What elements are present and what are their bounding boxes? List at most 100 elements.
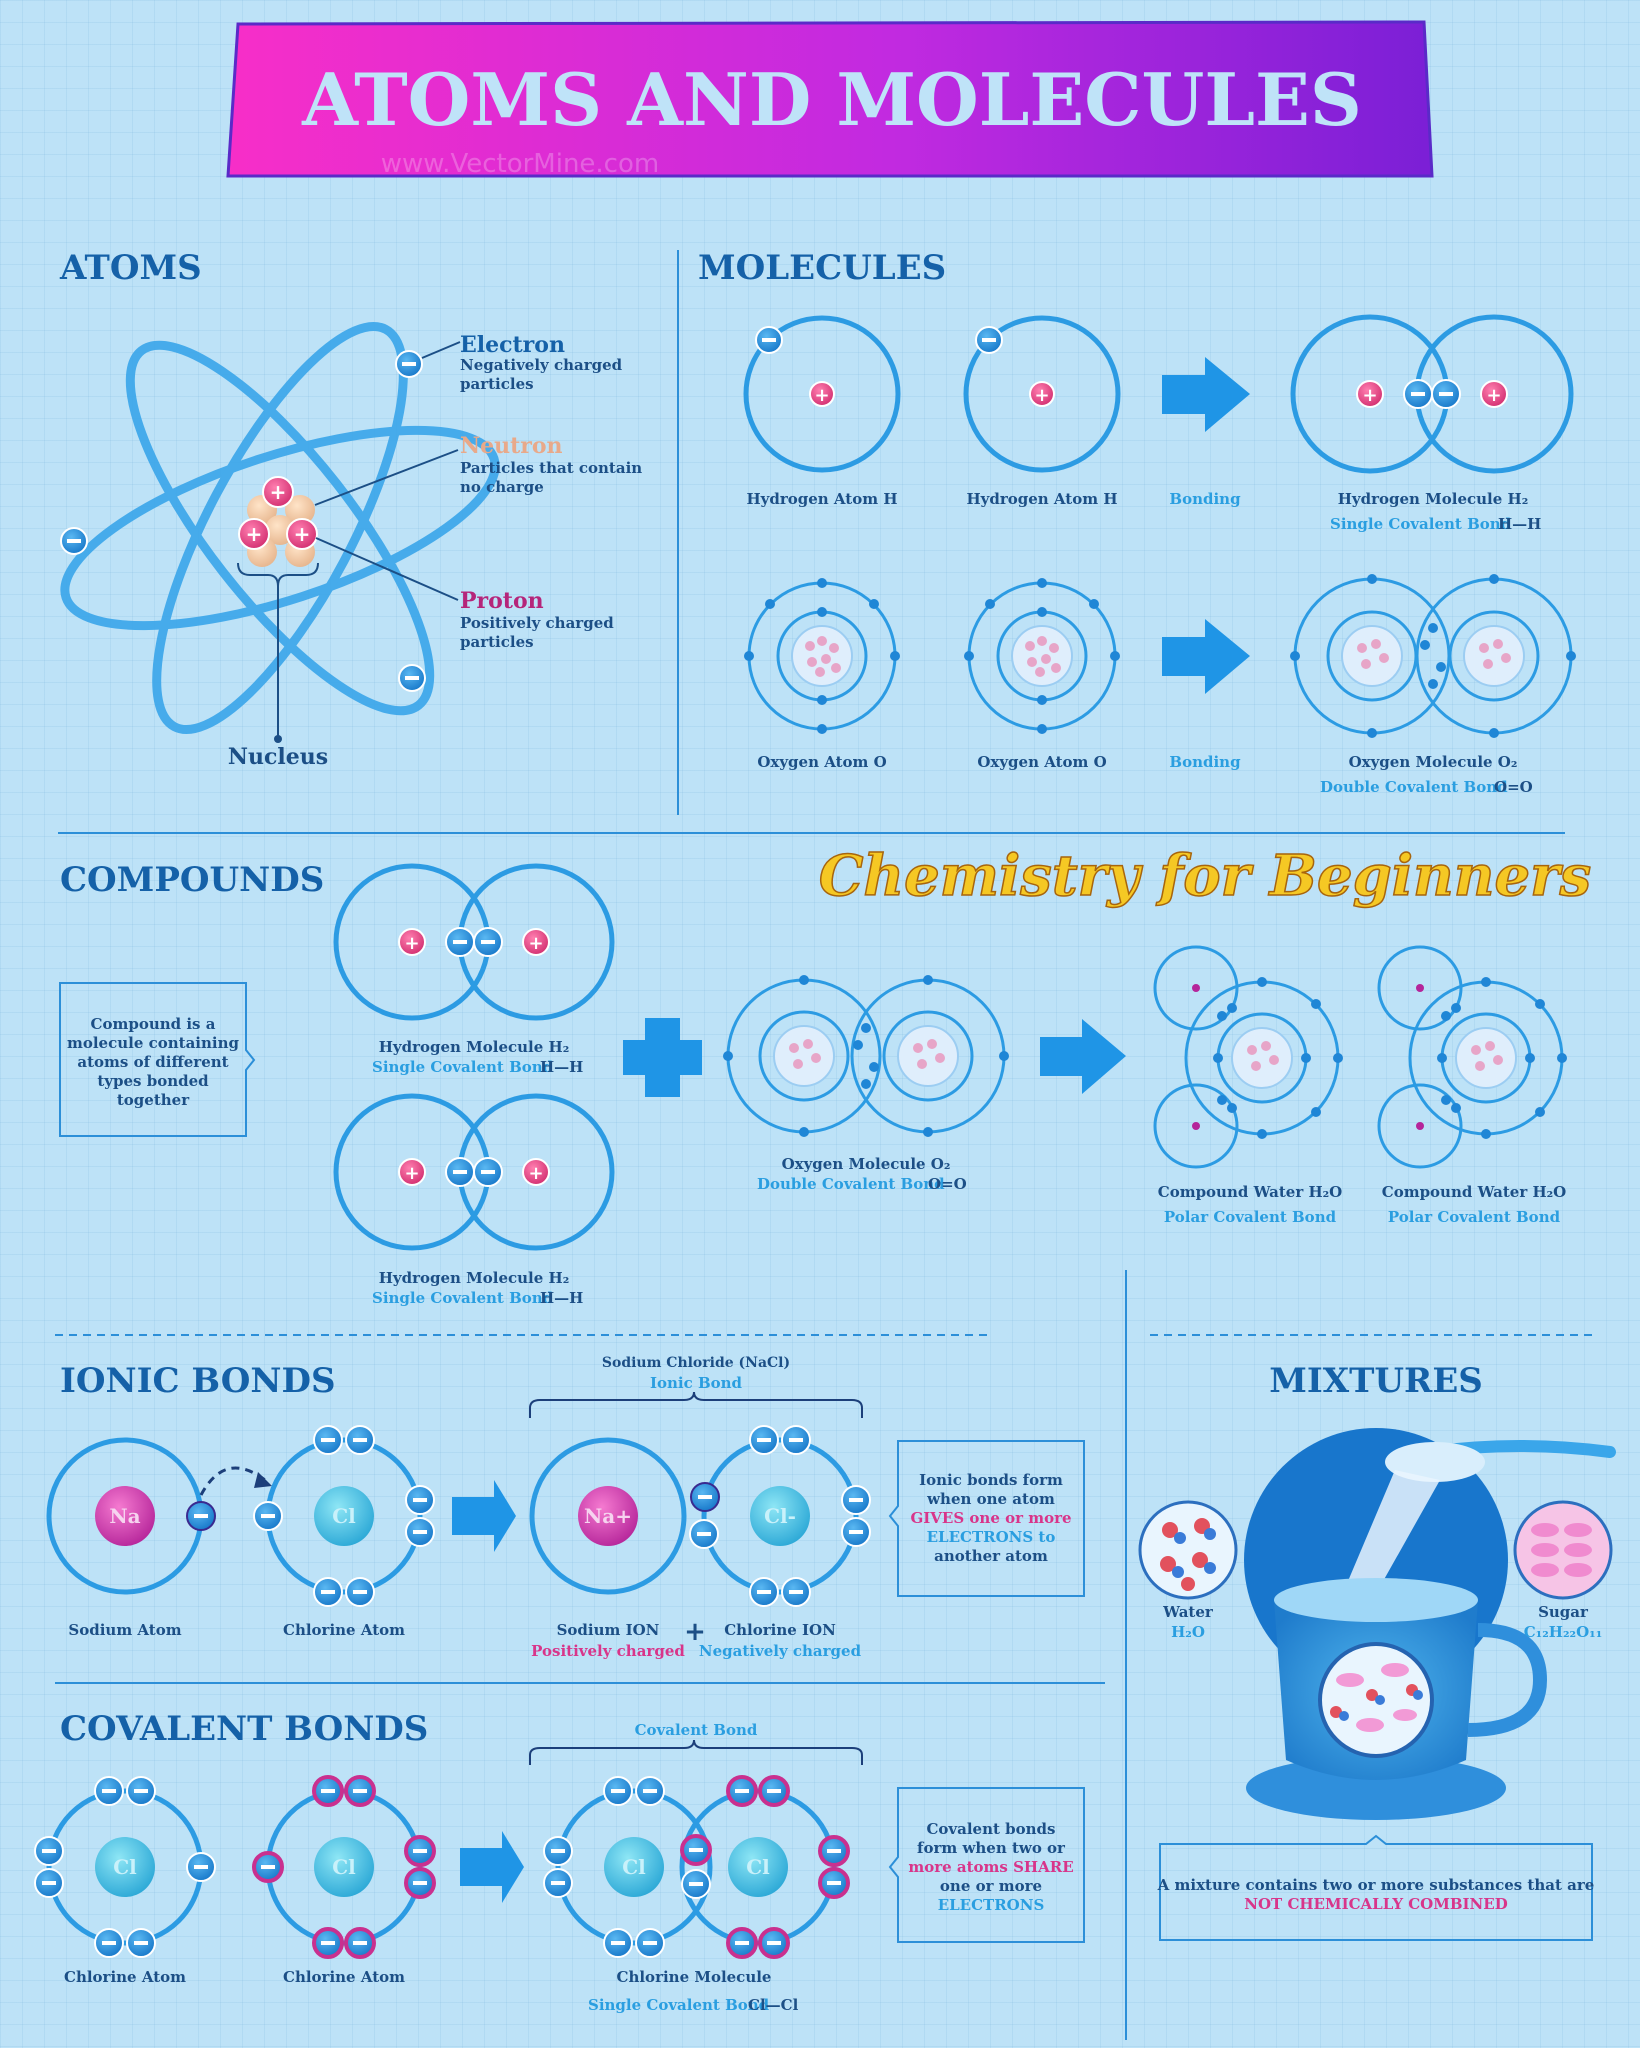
hydrogen-atom-diagram: + bbox=[963, 315, 1121, 473]
proton-particle bbox=[286, 518, 318, 550]
minus-icon bbox=[353, 1941, 367, 1945]
oxygen-atom-label: Oxygen Atom O bbox=[757, 753, 886, 771]
electron-dots bbox=[744, 578, 900, 734]
minus-icon bbox=[643, 1941, 657, 1945]
arrow-right-icon bbox=[460, 1831, 524, 1903]
minus-icon bbox=[689, 1882, 703, 1886]
electron-particle bbox=[312, 1775, 344, 1807]
electron-particle bbox=[94, 1928, 124, 1958]
nucleus-core bbox=[1341, 625, 1403, 687]
covalent-bond-label: Single Covalent Bond bbox=[588, 1996, 770, 2014]
hydrogen-shell bbox=[1153, 1083, 1239, 1169]
water-bond-label: Polar Covalent Bond bbox=[1164, 1208, 1337, 1226]
electron-particle bbox=[818, 1867, 850, 1899]
chlorine-atom-label: Chlorine Atom bbox=[283, 1621, 405, 1639]
chlorine-atom-label: Chlorine Atom bbox=[283, 1968, 405, 1986]
chlorine-atom-diagram: Cl bbox=[265, 1788, 423, 1946]
ionic-bonds-section: IONIC BONDS Na Sodium Atom Cl Chlorine A… bbox=[46, 1355, 1085, 1660]
plus-icon: + bbox=[528, 933, 543, 954]
nacl-title: Sodium Chloride (NaCl) bbox=[602, 1355, 790, 1371]
electron-particle bbox=[726, 1775, 758, 1807]
watermark-text: www.VectorMine.com bbox=[381, 149, 659, 179]
chlorine-molecule-label: Chlorine Molecule bbox=[617, 1968, 772, 1986]
banner-border bbox=[226, 20, 1434, 178]
atom-leader-lines bbox=[237, 341, 461, 737]
nucleus-core bbox=[897, 1025, 959, 1087]
hydrogen-formula: H—H bbox=[540, 1058, 583, 1076]
minus-icon bbox=[194, 1865, 208, 1869]
electron-particle bbox=[313, 1577, 343, 1607]
plus-icon: + bbox=[294, 522, 311, 546]
hydrogen-formula: H—H bbox=[540, 1289, 583, 1307]
arrow-right-icon bbox=[1162, 357, 1250, 432]
covalent-note-line: one or more bbox=[940, 1877, 1042, 1895]
water-label: Water bbox=[1162, 1603, 1214, 1621]
compounds-heading: COMPOUNDS bbox=[60, 860, 324, 900]
electron-particle bbox=[726, 1927, 758, 1959]
leader-proton bbox=[315, 537, 459, 601]
overlay-title: Chemistry for Beginners bbox=[819, 843, 1591, 909]
electron-dots bbox=[723, 975, 1009, 1137]
oxygen-molecule-diagram bbox=[723, 975, 1009, 1137]
mixture-note-box bbox=[1159, 1834, 1593, 1941]
minus-icon bbox=[353, 1438, 367, 1442]
proton-particle bbox=[522, 928, 550, 956]
plus-icon: + bbox=[404, 933, 419, 954]
electron-particle bbox=[312, 1927, 344, 1959]
minus-icon bbox=[611, 1941, 625, 1945]
cup-liquid bbox=[1274, 1578, 1478, 1622]
electron-particle bbox=[34, 1836, 64, 1866]
minus-icon bbox=[134, 1789, 148, 1793]
ionic-note-line: Ionic bonds form bbox=[919, 1471, 1063, 1489]
electron-particle bbox=[758, 1775, 790, 1807]
inner-shell bbox=[1326, 610, 1418, 702]
banner-background bbox=[228, 22, 1432, 176]
chlorine-ion-symbol: Cl- bbox=[764, 1504, 796, 1528]
proton-desc-1: Positively charged bbox=[460, 614, 614, 632]
electron-particle bbox=[405, 1485, 435, 1515]
electron-particle bbox=[543, 1836, 573, 1866]
electron-particle bbox=[781, 1425, 811, 1455]
minus-icon bbox=[767, 1941, 781, 1945]
chlorine-symbol: Cl bbox=[746, 1855, 770, 1879]
compound-note-line: together bbox=[117, 1091, 190, 1109]
minus-icon bbox=[353, 1590, 367, 1594]
sodium-ion-sublabel: Positively charged bbox=[531, 1642, 685, 1660]
minus-icon bbox=[481, 940, 495, 944]
electron-particle bbox=[603, 1928, 633, 1958]
ionic-note-line: GIVES one or more bbox=[910, 1509, 1071, 1527]
sodium-nucleus bbox=[95, 1486, 155, 1546]
plus-icon: + bbox=[246, 522, 263, 546]
minus-icon bbox=[849, 1498, 863, 1502]
minus-icon bbox=[261, 1514, 275, 1518]
covalent-note-line: Covalent bonds bbox=[926, 1820, 1055, 1838]
mixture-particles bbox=[1330, 1663, 1423, 1732]
minus-icon bbox=[413, 1881, 427, 1885]
mixtures-heading: MIXTURES bbox=[1269, 1361, 1483, 1401]
hydrogen-proton bbox=[1416, 1122, 1424, 1130]
minus-icon bbox=[42, 1881, 56, 1885]
minus-icon bbox=[689, 1848, 703, 1852]
hydrogen-molecule-label: Hydrogen Molecule H₂ bbox=[379, 1269, 570, 1287]
note-border bbox=[888, 1787, 1085, 1943]
nucleus-particles bbox=[1025, 636, 1061, 677]
electron-particle bbox=[603, 1776, 633, 1806]
nucleus-particles bbox=[789, 1039, 945, 1069]
oxygen-atom-label: Oxygen Atom O bbox=[977, 753, 1106, 771]
oxygen-molecule-label: Oxygen Molecule O₂ bbox=[1349, 753, 1518, 771]
electron-particle bbox=[126, 1928, 156, 1958]
electron-particle bbox=[345, 1425, 375, 1455]
electron-title: Electron bbox=[460, 332, 565, 358]
minus-icon bbox=[413, 1849, 427, 1853]
plus-icon: + bbox=[684, 1617, 706, 1647]
minus-icon bbox=[413, 1498, 427, 1502]
bonding-label: Bonding bbox=[1169, 490, 1241, 508]
nacl-subtitle: Ionic Bond bbox=[650, 1374, 743, 1392]
arrow-right-icon bbox=[452, 1480, 516, 1552]
water-particles bbox=[1160, 1518, 1216, 1591]
saucer bbox=[1246, 1756, 1506, 1820]
electron-dots bbox=[1213, 977, 1343, 1139]
compound-note-line: Compound is a bbox=[91, 1015, 216, 1033]
water-compound-label: Compound Water H₂O bbox=[1382, 1183, 1567, 1201]
